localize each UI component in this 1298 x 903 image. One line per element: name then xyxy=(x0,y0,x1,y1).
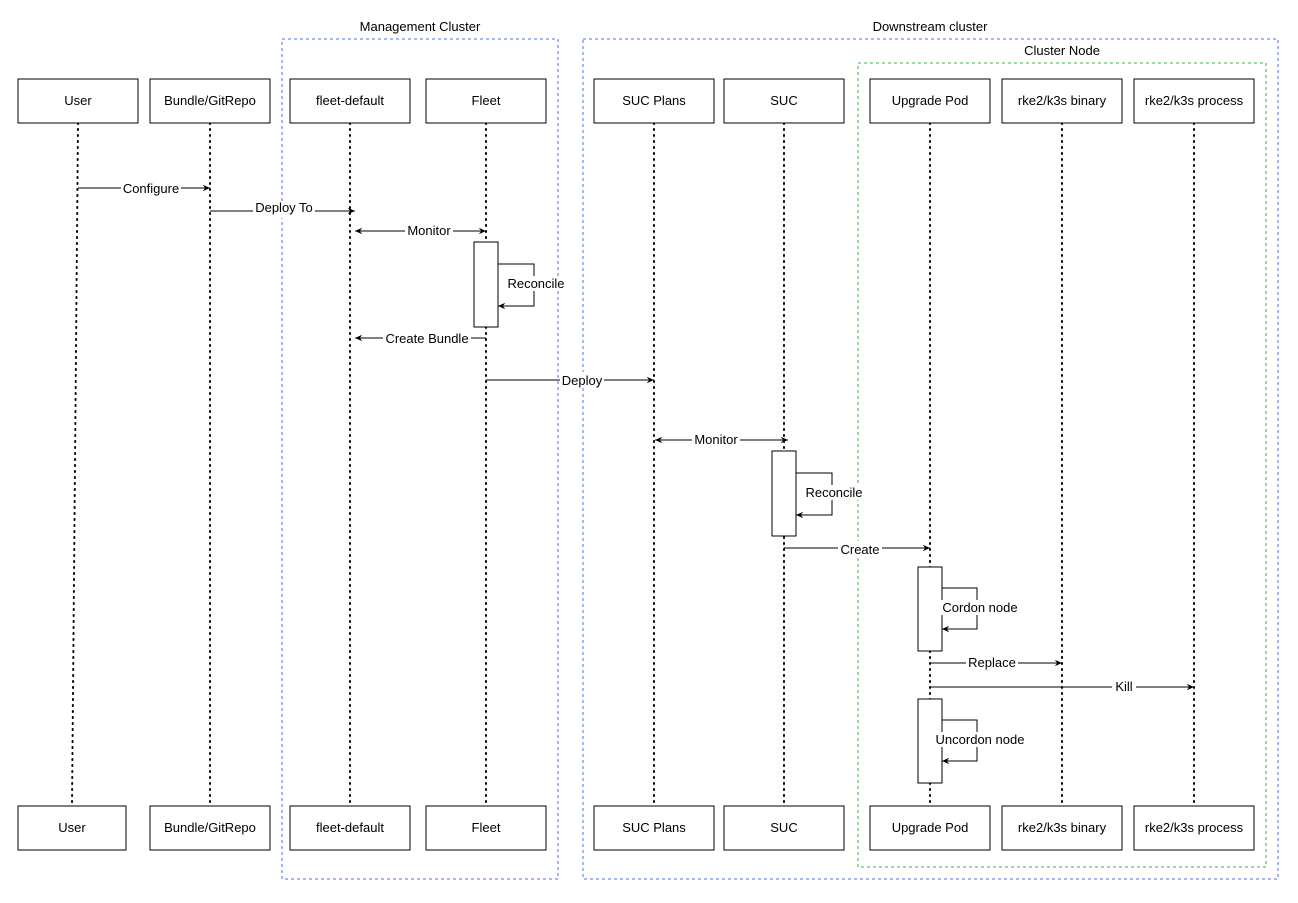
cluster-node-boundary xyxy=(857,62,1267,868)
participant-fleet-default-bottom-label: fleet-default xyxy=(316,820,384,835)
message-reconcile-2-label: Reconcile xyxy=(805,485,862,500)
downstream-cluster-label: Downstream cluster xyxy=(873,19,989,34)
message-deploy-label: Deploy xyxy=(562,373,603,388)
label-bg-monitor-2 xyxy=(692,432,740,447)
label-bg-reconcile-2 xyxy=(803,485,865,500)
participant-bundle-bottom-label: Bundle/GitRepo xyxy=(164,820,256,835)
participant-fleet-bottom[interactable] xyxy=(425,805,547,851)
participant-suc-bottom-label: SUC xyxy=(770,820,797,835)
message-cordon-label: Cordon node xyxy=(942,600,1017,615)
participant-fleet-bottom-label: Fleet xyxy=(472,820,501,835)
participant-suc-top[interactable] xyxy=(723,78,845,124)
participant-process-top[interactable] xyxy=(1133,78,1255,124)
management-cluster-boundary xyxy=(281,38,559,880)
participant-fleet-default-bottom[interactable] xyxy=(289,805,411,851)
participant-binary-top-label: rke2/k3s binary xyxy=(1018,93,1107,108)
message-configure-label: Configure xyxy=(123,181,179,196)
participant-fleet-default-top-label: fleet-default xyxy=(316,93,384,108)
participant-suc-plans-top-label: SUC Plans xyxy=(622,93,686,108)
participant-binary-top[interactable] xyxy=(1001,78,1123,124)
participant-binary-bottom-label: rke2/k3s binary xyxy=(1018,820,1107,835)
participant-user-bottom-label: User xyxy=(58,820,86,835)
participant-suc-plans-top[interactable] xyxy=(593,78,715,124)
participant-user-top-label: User xyxy=(64,93,92,108)
participant-process-top-label: rke2/k3s process xyxy=(1145,93,1244,108)
participant-fleet-default-top[interactable] xyxy=(289,78,411,124)
participant-fleet-top-label: Fleet xyxy=(472,93,501,108)
message-uncordon-label: Uncordon node xyxy=(936,732,1025,747)
label-bg-uncordon xyxy=(933,732,1027,747)
label-bg-replace xyxy=(966,655,1018,670)
label-bg-create xyxy=(838,541,882,556)
label-bg-reconcile-1 xyxy=(505,276,567,291)
participant-binary-bottom[interactable] xyxy=(1001,805,1123,851)
lifeline-user xyxy=(71,122,79,807)
label-bg-monitor-1 xyxy=(405,223,453,238)
participant-bundle-bottom[interactable] xyxy=(149,805,271,851)
label-bg-deploy-to xyxy=(253,203,315,218)
message-create-bundle-label: Create Bundle xyxy=(385,331,468,346)
participant-process-bottom[interactable] xyxy=(1133,805,1255,851)
activation-fleet xyxy=(473,241,499,328)
label-bg-create-bundle xyxy=(383,330,471,345)
message-create-label: Create xyxy=(840,542,879,557)
participant-user-bottom[interactable] xyxy=(17,805,127,851)
message-monitor-1-label: Monitor xyxy=(407,223,451,238)
participant-user-top[interactable] xyxy=(17,78,139,124)
participant-suc-plans-bottom[interactable] xyxy=(593,805,715,851)
participant-fleet-top[interactable] xyxy=(425,78,547,124)
lifelines xyxy=(71,122,1195,807)
label-bg-kill xyxy=(1112,679,1136,694)
cluster-node-label: Cluster Node xyxy=(1024,43,1100,58)
participant-upgrade-pod-top-label: Upgrade Pod xyxy=(892,93,969,108)
participant-upgrade-pod-bottom-label: Upgrade Pod xyxy=(892,820,969,835)
activation-suc xyxy=(771,450,797,537)
label-bg-deploy xyxy=(560,372,604,387)
message-replace-label: Replace xyxy=(968,655,1016,670)
participant-process-bottom-label: rke2/k3s process xyxy=(1145,820,1244,835)
label-bg-configure xyxy=(121,181,181,196)
message-deploy-to-label: Deploy To xyxy=(255,200,313,215)
participant-bundle-top[interactable] xyxy=(149,78,271,124)
activation-upgrade-pod-1 xyxy=(917,566,943,652)
participant-upgrade-pod-bottom[interactable] xyxy=(869,805,991,851)
message-kill-label: Kill xyxy=(1115,679,1132,694)
participant-suc-plans-bottom-label: SUC Plans xyxy=(622,820,686,835)
participant-upgrade-pod-top[interactable] xyxy=(869,78,991,124)
message-monitor-2-label: Monitor xyxy=(694,432,738,447)
label-bg-cordon xyxy=(940,600,1020,615)
message-reconcile-1-label: Reconcile xyxy=(507,276,564,291)
management-cluster-label: Management Cluster xyxy=(360,19,481,34)
participant-suc-top-label: SUC xyxy=(770,93,797,108)
participant-suc-bottom[interactable] xyxy=(723,805,845,851)
participant-bundle-top-label: Bundle/GitRepo xyxy=(164,93,256,108)
